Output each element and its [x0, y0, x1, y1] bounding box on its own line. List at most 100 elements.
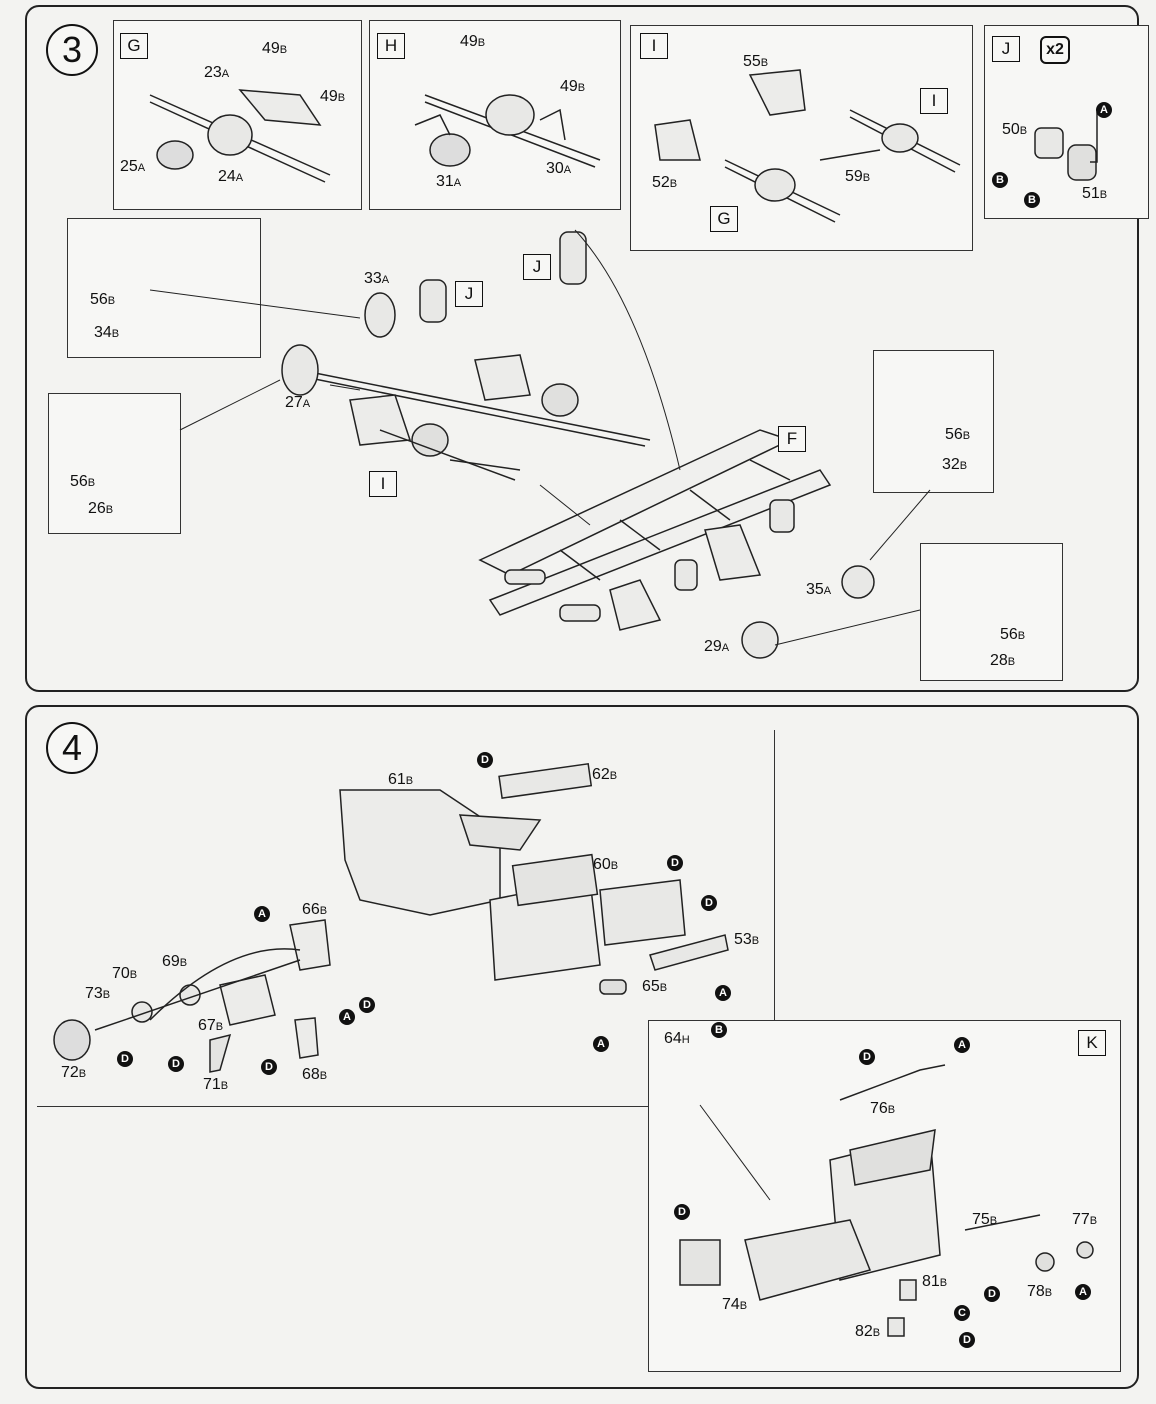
part-number: 77 [1072, 1211, 1090, 1228]
part-number: 56 [945, 426, 963, 443]
part-number: 71 [203, 1076, 221, 1093]
part-number: 67 [198, 1017, 216, 1034]
part-number-label: 26B [88, 500, 113, 518]
step-4-main-box [37, 730, 775, 1107]
part-number-label: 61B [388, 771, 413, 789]
part-number: 25 [120, 158, 138, 175]
part-sprue-letter: B [939, 1277, 948, 1289]
part-sprue-letter: B [78, 1068, 87, 1080]
part-number: 26 [88, 500, 106, 517]
circled-marker-a: A [254, 906, 270, 922]
step-3-panel [25, 5, 1139, 692]
part-number: 33 [364, 270, 382, 287]
part-number: 24 [218, 168, 236, 185]
part-sprue-letter: A [221, 68, 230, 80]
part-number: 27 [285, 394, 303, 411]
reference-frame-g: G [120, 33, 148, 59]
part-sprue-letter: B [1019, 125, 1028, 137]
part-number: 49 [320, 88, 338, 105]
part-number: 65 [642, 978, 660, 995]
circled-marker-c: C [954, 1305, 970, 1321]
part-number-label: 62B [592, 766, 617, 784]
part-number-label: 72B [61, 1064, 86, 1082]
part-sprue-letter: B [751, 935, 760, 947]
part-number: 31 [436, 173, 454, 190]
engine-k-drawing [679, 1064, 1094, 1337]
part-sprue-letter: B [337, 92, 346, 104]
rear-axle-h-drawing [414, 94, 601, 168]
part-number-label: 55B [743, 53, 768, 71]
reference-frame-j: J [523, 254, 551, 280]
part-sprue-letter: B [872, 1327, 881, 1339]
part-number-label: 53B [734, 931, 759, 949]
part-number: 34 [94, 324, 112, 341]
part-number-label: 77B [1072, 1211, 1097, 1229]
rear-suspension-drawing [281, 231, 651, 481]
part-number: 49 [262, 40, 280, 57]
part-sprue-letter: B [989, 1215, 998, 1227]
part-number-label: 49B [460, 33, 485, 51]
callout-brake-26 [48, 393, 181, 534]
part-number-label: 32B [942, 456, 967, 474]
part-sprue-letter: A [137, 162, 146, 174]
part-number-label: 69B [162, 953, 187, 971]
part-number-label: 59B [845, 168, 870, 186]
step-number-3: 3 [46, 24, 98, 76]
circled-marker-d: D [859, 1049, 875, 1065]
part-number: 50 [1002, 121, 1020, 138]
circled-marker-a: A [1096, 102, 1112, 118]
part-number: 55 [743, 53, 761, 70]
belt-pulley-drawing [53, 919, 331, 1073]
part-number: 76 [870, 1100, 888, 1117]
part-number-label: 33A [364, 270, 389, 288]
part-number-label: 73B [85, 985, 110, 1003]
part-number-label: 70B [112, 965, 137, 983]
part-number-label: 56B [70, 473, 95, 491]
part-number: 56 [90, 291, 108, 308]
part-number: 73 [85, 985, 103, 1002]
part-sprue-letter: B [1007, 656, 1016, 668]
part-sprue-letter: B [760, 57, 769, 69]
reference-frame-i: I [920, 88, 948, 114]
part-number: 56 [70, 473, 88, 490]
part-number-label: 27A [285, 394, 310, 412]
part-number: 49 [560, 78, 578, 95]
part-sprue-letter: A [381, 274, 390, 286]
part-number-label: 67B [198, 1017, 223, 1035]
part-number-label: 82B [855, 1323, 880, 1341]
part-sprue-letter: B [1089, 1215, 1098, 1227]
part-number-label: 23A [204, 64, 229, 82]
part-number: 69 [162, 953, 180, 970]
part-sprue-letter: A [235, 172, 244, 184]
part-sprue-letter: B [1099, 189, 1108, 201]
part-sprue-letter: B [862, 172, 871, 184]
part-sprue-letter: B [610, 860, 619, 872]
air-bag-j-drawing [1034, 112, 1098, 181]
part-number-label: 30A [546, 160, 571, 178]
part-sprue-letter: A [823, 585, 832, 597]
part-number-label: 50B [1002, 121, 1027, 139]
part-number: 56 [1000, 626, 1018, 643]
part-sprue-letter: B [215, 1021, 224, 1033]
part-sprue-letter: B [111, 328, 120, 340]
part-sprue-letter: B [105, 504, 114, 516]
circled-marker-d: D [477, 752, 493, 768]
part-number: 52 [652, 174, 670, 191]
part-number: 49 [460, 33, 478, 50]
part-number-label: 76B [870, 1100, 895, 1118]
part-number: 78 [1027, 1283, 1045, 1300]
rear-axle-g-drawing [149, 89, 331, 183]
part-number: 35 [806, 581, 824, 598]
leader-lines [149, 229, 931, 646]
part-number: 68 [302, 1066, 320, 1083]
circled-marker-b: B [711, 1022, 727, 1038]
part-sprue-letter: B [959, 460, 968, 472]
part-number-label: 52B [652, 174, 677, 192]
part-number-label: 66B [302, 901, 327, 919]
circled-marker-a: A [593, 1036, 609, 1052]
part-number-label: 28B [990, 652, 1015, 670]
part-number-label: 56B [945, 426, 970, 444]
part-number-label: 49B [560, 78, 585, 96]
part-sprue-letter: B [319, 1070, 328, 1082]
part-sprue-letter: A [563, 164, 572, 176]
